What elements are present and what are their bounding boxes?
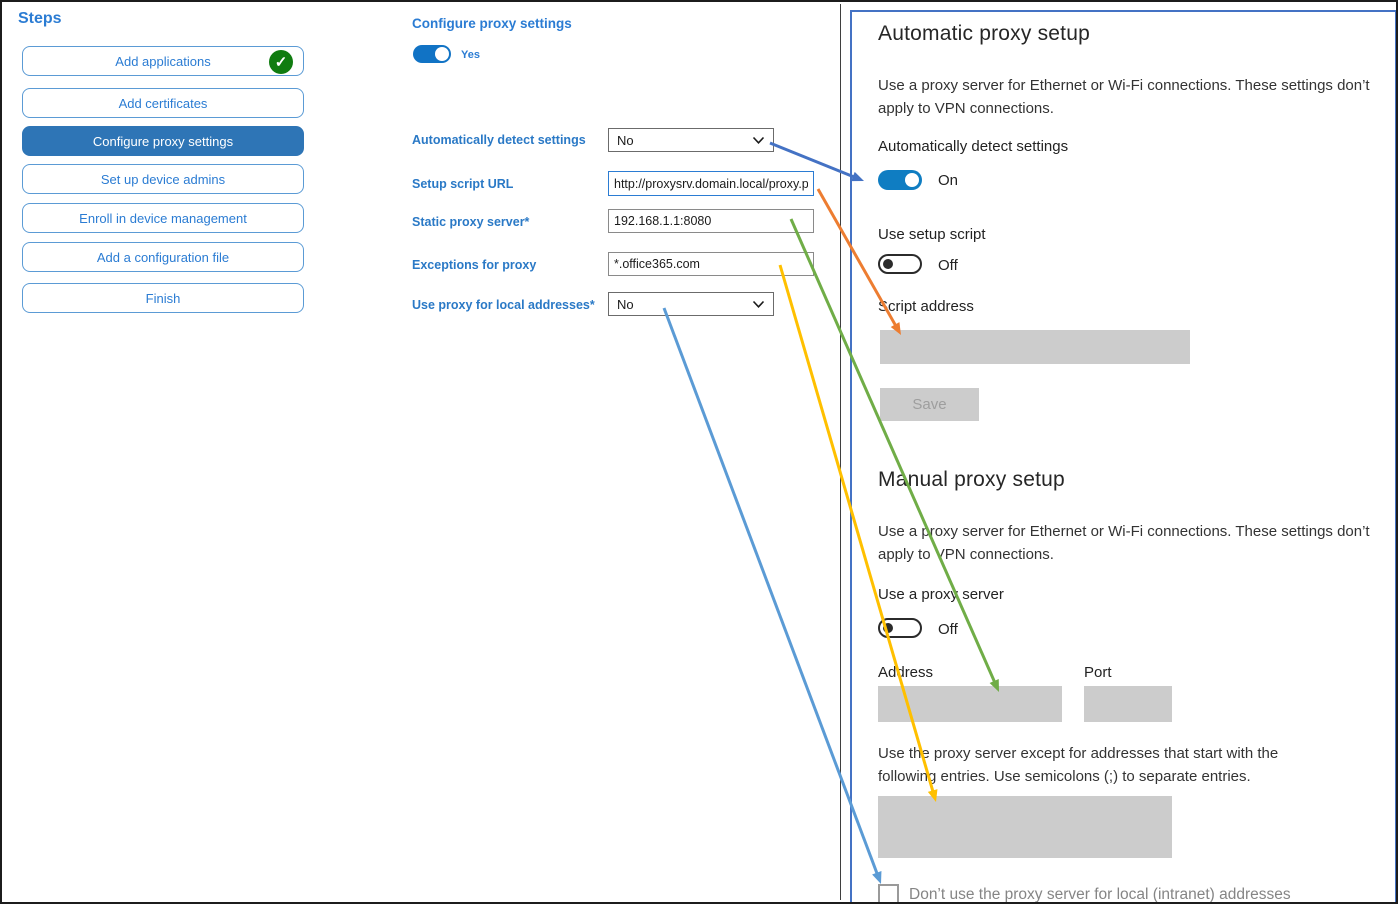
chevron-down-icon — [752, 136, 765, 144]
step-label: Add applications — [115, 53, 211, 69]
selected-value: No — [617, 132, 634, 148]
label-exceptions-for-proxy: Exceptions for proxy — [412, 258, 537, 272]
setup-script-url-input[interactable] — [608, 171, 814, 196]
toggle-knob — [883, 623, 893, 633]
use-proxy-local-addresses-select[interactable]: No — [608, 292, 774, 316]
label-automatically-detect-settings: Automatically detect settings — [412, 133, 586, 147]
port-input[interactable] — [1084, 686, 1172, 722]
use-setup-script-toggle[interactable] — [878, 254, 922, 274]
proxy-exceptions-input[interactable] — [878, 796, 1172, 858]
step-label: Add certificates — [118, 95, 208, 111]
port-label: Port — [1084, 664, 1112, 681]
detect-settings-toggle[interactable] — [878, 170, 922, 190]
detect-settings-label: Automatically detect settings — [878, 138, 1069, 155]
local-addresses-arrow — [662, 307, 882, 884]
use-setup-script-toggle-state: Off — [938, 257, 958, 274]
bypass-local-checkbox[interactable] — [878, 884, 899, 902]
step-set-up-device-admins[interactable]: Set up device admins — [22, 164, 304, 194]
chevron-down-icon — [752, 300, 765, 308]
address-input[interactable] — [878, 686, 1062, 722]
address-label: Address — [878, 664, 934, 681]
selected-value: No — [617, 296, 634, 312]
static-proxy-server-input[interactable] — [608, 209, 814, 233]
manual-proxy-setup-heading: Manual proxy setup — [878, 468, 1065, 491]
steps-heading: Steps — [18, 10, 62, 27]
toggle-knob — [435, 47, 449, 61]
automatic-proxy-setup-heading: Automatic proxy setup — [878, 22, 1090, 45]
manual-proxy-description: Use a proxy server for Ethernet or Wi-Fi… — [878, 523, 1370, 563]
use-setup-script-label: Use setup script — [878, 226, 986, 243]
step-add-configuration-file[interactable]: Add a configuration file — [22, 242, 304, 272]
step-configure-proxy-settings[interactable]: Configure proxy settings — [22, 126, 304, 156]
configure-proxy-toggle[interactable] — [413, 45, 451, 63]
exceptions-for-proxy-input[interactable] — [608, 252, 814, 276]
step-finish[interactable]: Finish — [22, 283, 304, 313]
step-label: Set up device admins — [100, 171, 226, 187]
use-proxy-server-toggle-state: Off — [938, 621, 958, 638]
label-static-proxy-server: Static proxy server* — [412, 215, 530, 229]
use-proxy-server-label: Use a proxy server — [878, 586, 1004, 603]
form-title: Configure proxy settings — [412, 16, 572, 31]
script-address-input[interactable] — [880, 330, 1190, 364]
detect-settings-toggle-state: On — [938, 172, 959, 189]
script-address-label: Script address — [878, 298, 974, 315]
step-enroll-device-management[interactable]: Enroll in device management — [22, 203, 304, 233]
step-add-applications[interactable]: Add applications ✓ — [22, 46, 304, 76]
label-setup-script-url: Setup script URL — [412, 177, 514, 191]
step-label: Configure proxy settings — [92, 133, 234, 149]
step-label: Enroll in device management — [79, 210, 247, 226]
use-proxy-server-toggle[interactable] — [878, 618, 922, 638]
configure-proxy-toggle-state: Yes — [461, 49, 480, 61]
bypass-local-checkbox-label: Don’t use the proxy server for local (in… — [909, 886, 1291, 903]
completed-check-icon: ✓ — [269, 50, 293, 74]
automatically-detect-settings-select[interactable]: No — [608, 128, 774, 152]
proxy-exceptions-help: Use the proxy server except for addresse… — [878, 745, 1279, 785]
step-add-certificates[interactable]: Add certificates — [22, 88, 304, 118]
step-label: Finish — [145, 290, 181, 306]
toggle-knob — [883, 259, 893, 269]
label-use-proxy-local-addresses: Use proxy for local addresses* — [412, 298, 595, 312]
automatic-proxy-description: Use a proxy server for Ethernet or Wi-Fi… — [878, 77, 1370, 117]
step-label: Add a configuration file — [96, 249, 230, 265]
panel-divider — [840, 4, 841, 900]
save-button[interactable]: Save — [880, 388, 979, 421]
toggle-knob — [905, 173, 919, 187]
